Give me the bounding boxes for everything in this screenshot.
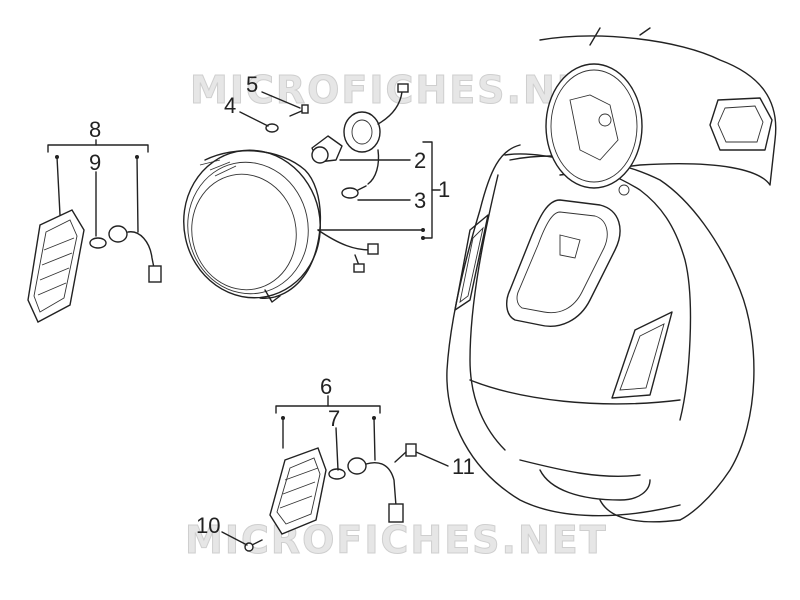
headlamp-bulb-parts [265, 83, 409, 199]
callout-1: 1 [438, 177, 450, 202]
callout-3: 3 [414, 188, 426, 213]
callout-labels: 1 2 3 4 5 6 7 8 9 10 11 [89, 72, 475, 538]
callout-7: 7 [328, 406, 340, 431]
callout-6: 6 [320, 374, 332, 399]
callout-5: 5 [246, 72, 258, 97]
scooter-front-shield [446, 27, 777, 523]
callout-10: 10 [196, 513, 220, 538]
callout-9: 9 [89, 150, 101, 175]
callout-11: 11 [452, 454, 475, 479]
callout-8: 8 [89, 117, 101, 142]
leader-lines [47, 91, 449, 546]
headlamp-assembly [183, 149, 379, 303]
right-indicator [244, 443, 417, 552]
callout-2: 2 [414, 148, 426, 173]
watermark-bottom: MICROFICHES.NET [185, 518, 608, 562]
left-indicator [27, 209, 162, 323]
callout-4: 4 [224, 93, 236, 118]
